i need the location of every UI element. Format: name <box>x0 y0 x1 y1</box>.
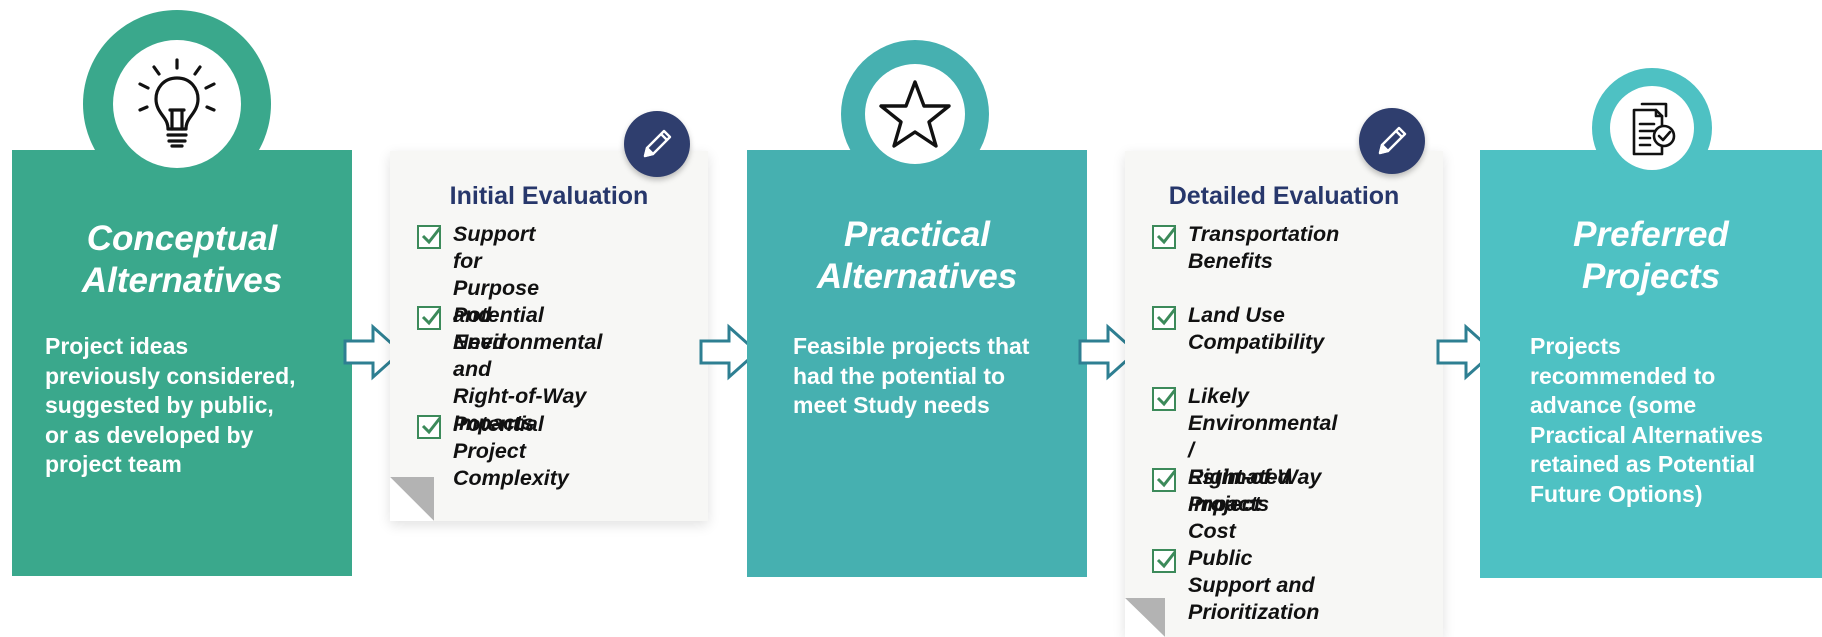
practical-alternatives-box: Practical Alternatives Feasible projects… <box>747 150 1087 577</box>
criterion-label: Likely Environmental / Right-of-Way Impa… <box>1188 384 1338 516</box>
document-check-icon <box>1632 102 1676 156</box>
page-fold <box>390 477 434 521</box>
criterion-label: Transportation Benefits <box>1188 222 1340 273</box>
checkbox-icon <box>1152 468 1177 492</box>
initial-evaluation-badge <box>624 111 690 177</box>
lightbulb-icon <box>138 58 216 148</box>
initial-evaluation-card: Initial Evaluation Support for Purpose a… <box>390 151 708 521</box>
checkbox-icon <box>1152 306 1177 330</box>
criterion-label: Potential Environmental and Right-of-Way… <box>453 303 603 435</box>
checkbox-icon <box>417 306 442 330</box>
criterion-label: Estimated Project Cost <box>1188 465 1291 543</box>
stage-description: Feasible projects that had the potential… <box>793 333 1030 418</box>
flow-arrow-2 <box>699 323 760 381</box>
checkbox-icon <box>417 225 442 249</box>
conceptual-icon-circle <box>83 10 271 198</box>
stage-title: Conceptual Alternatives <box>81 219 283 300</box>
checkbox-icon <box>417 415 442 439</box>
criterion-label: Potential Project Complexity <box>453 412 569 490</box>
detailed-evaluation-card: Detailed Evaluation Transportation Benef… <box>1125 151 1443 637</box>
eval-title: Detailed Evaluation <box>1168 182 1400 210</box>
flow-arrow-1 <box>343 323 404 381</box>
pencil-icon <box>643 129 672 158</box>
stage-description: Project ideas previously considered, sug… <box>45 333 296 477</box>
criterion-label: Support for Purpose and Need <box>453 222 540 354</box>
criterion-label: Public Support and Prioritization <box>1188 546 1320 624</box>
checkbox-icon <box>1152 225 1177 249</box>
flow-arrow-3 <box>1078 323 1139 381</box>
stage-description: Projects recommended to advance (some Pr… <box>1530 333 1764 507</box>
criterion-label: Land Use Compatibility <box>1188 303 1325 354</box>
practical-icon-circle <box>841 40 989 188</box>
checkbox-icon <box>1152 387 1177 411</box>
preferred-icon-circle <box>1592 68 1712 188</box>
checkbox-icon <box>1152 549 1177 573</box>
preferred-projects-box: Preferred Projects Projects recommended … <box>1480 150 1822 578</box>
pencil-icon <box>1378 126 1407 155</box>
page-fold <box>1125 598 1165 637</box>
detailed-evaluation-badge <box>1359 108 1425 174</box>
eval-title: Initial Evaluation <box>449 182 649 210</box>
conceptual-alternatives-box: Conceptual Alternatives Project ideas pr… <box>12 150 352 576</box>
stage-title: Practical Alternatives <box>816 215 1018 296</box>
stage-title: Preferred Projects <box>1573 215 1729 296</box>
star-icon <box>879 80 951 148</box>
